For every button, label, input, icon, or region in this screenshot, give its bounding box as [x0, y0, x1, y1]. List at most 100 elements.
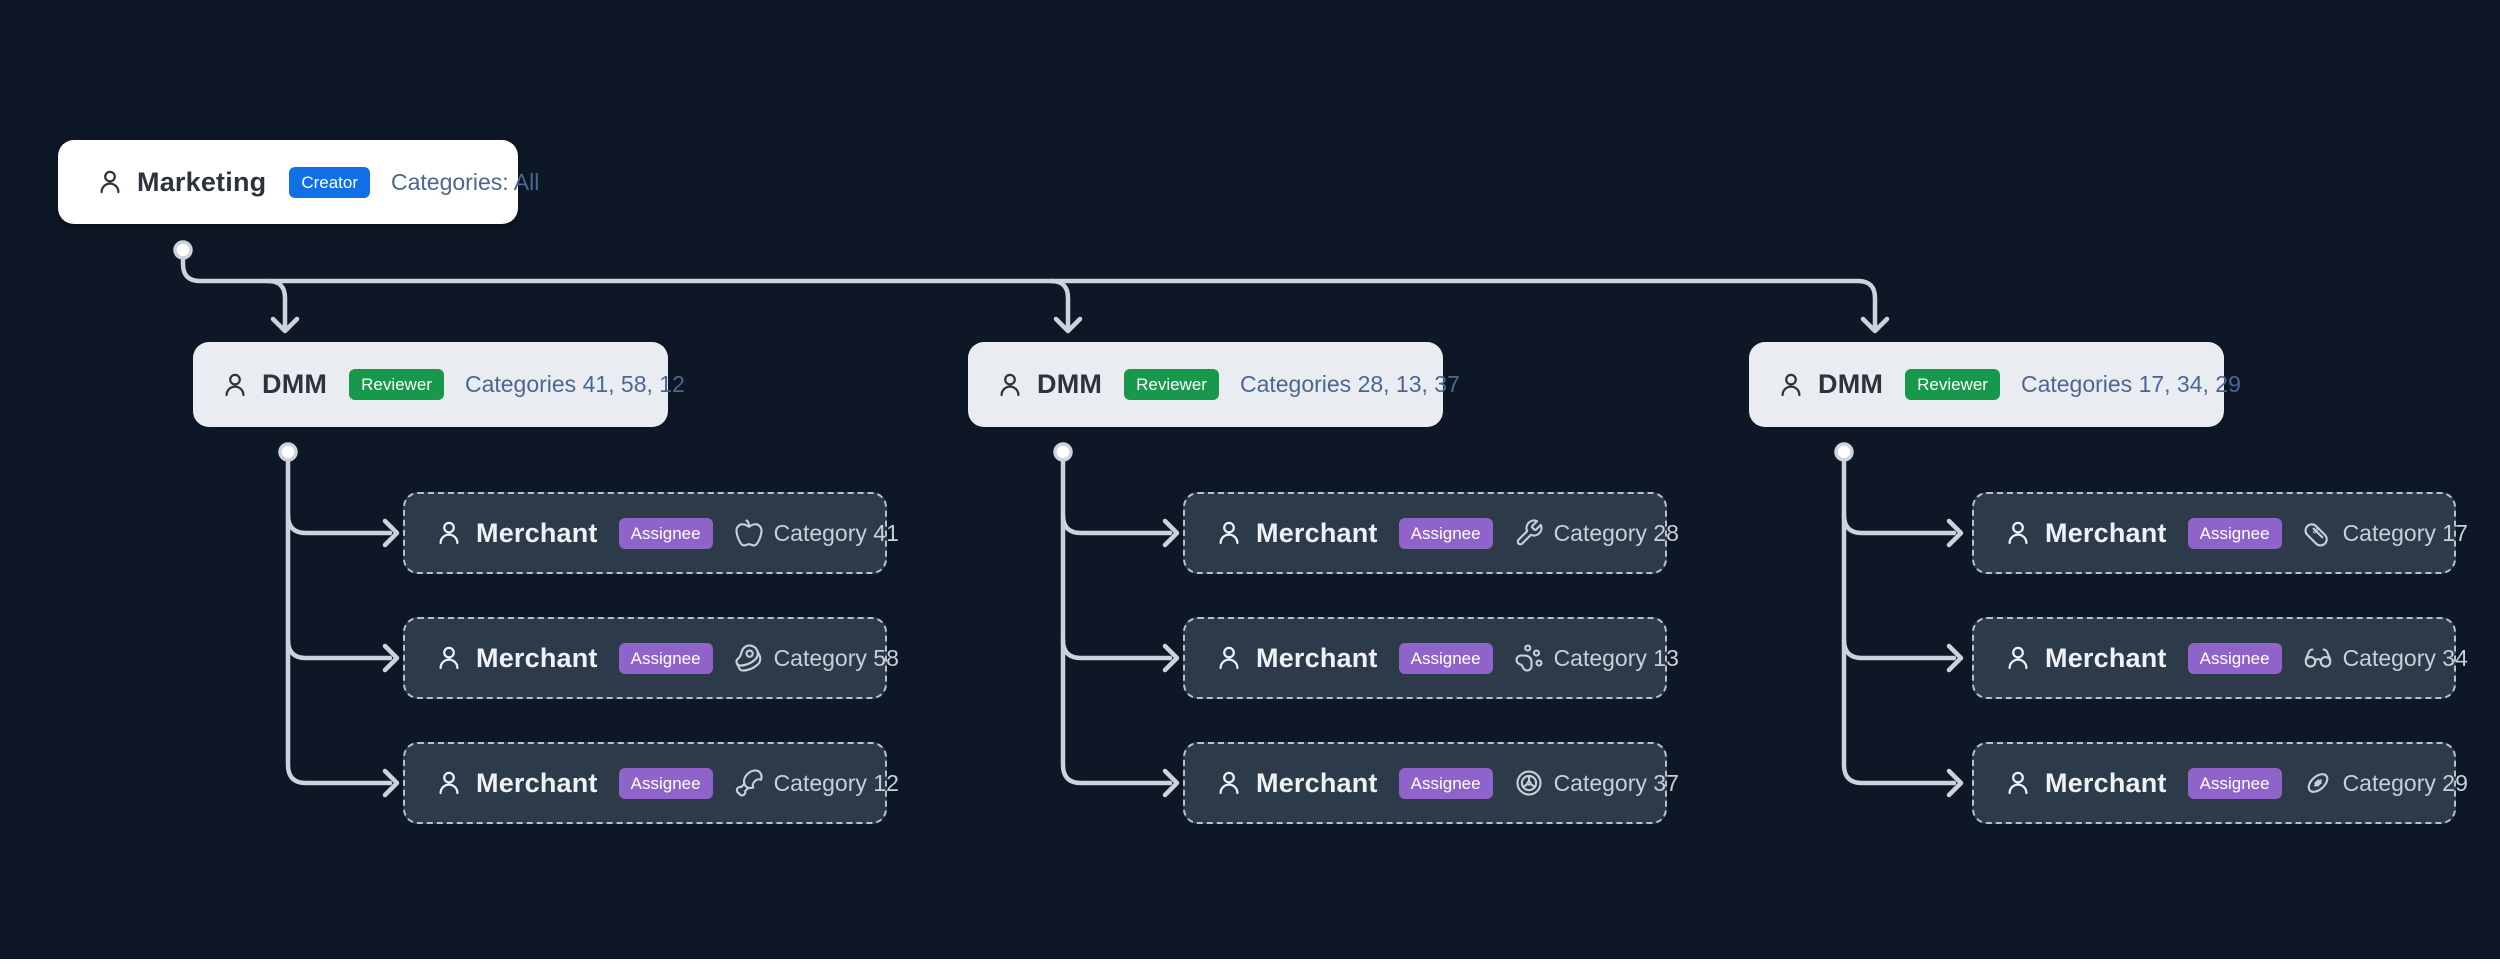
category-group: Category 28 — [1514, 518, 1679, 548]
node-label: DMM — [262, 369, 328, 399]
edge-dmm3-branch2 — [1841, 637, 1957, 661]
node-label: Merchant — [2045, 767, 2167, 798]
category-group: Category 41 — [734, 518, 899, 548]
user-icon — [996, 371, 1024, 399]
edge-dmm1-trunk — [285, 457, 393, 786]
connector-dot-dmm2 — [1053, 442, 1073, 462]
edge-dmm1-branch2 — [285, 637, 393, 661]
role-badge-assignee: Assignee — [618, 642, 713, 674]
node-dmm-3[interactable]: DMM Reviewer Categories 17, 34, 29 — [1749, 342, 2241, 427]
role-badge-reviewer: Reviewer — [1905, 369, 2000, 400]
categories-link[interactable]: Categories: All — [391, 168, 540, 195]
node-label: Merchant — [2045, 517, 2167, 548]
category-label: Category 37 — [1553, 769, 1679, 796]
node-merchant-2-3[interactable]: Merchant Assignee Category 37 — [1183, 742, 1679, 824]
arrowhead-down-dmm1 — [270, 316, 300, 334]
node-label: Merchant — [476, 642, 598, 673]
user-icon — [2004, 519, 2032, 547]
role-badge-assignee: Assignee — [1398, 517, 1493, 549]
node-dmm-1[interactable]: DMM Reviewer Categories 41, 58, 12 — [193, 342, 685, 427]
categories-link[interactable]: Categories 17, 34, 29 — [2020, 371, 2241, 397]
node-merchant-2-2[interactable]: Merchant Assignee Category 13 — [1183, 617, 1679, 699]
node-merchant-1-1[interactable]: Merchant Assignee Category 41 — [403, 492, 899, 574]
node-label: DMM — [1037, 369, 1103, 399]
arrowhead-right-m3b — [1946, 643, 1964, 673]
node-label: Merchant — [1256, 767, 1378, 798]
drumstick-icon — [734, 768, 764, 798]
node-dmm-2[interactable]: DMM Reviewer Categories 28, 13, 37 — [968, 342, 1460, 427]
role-badge-reviewer: Reviewer — [1124, 369, 1219, 400]
user-icon — [96, 168, 124, 196]
arrowhead-right-m1c — [382, 768, 400, 798]
edge-dmm3-trunk — [1841, 457, 1957, 786]
categories-link[interactable]: Categories 28, 13, 37 — [1239, 371, 1460, 397]
category-group: Category 34 — [2303, 643, 2468, 673]
role-badge-creator: Creator — [289, 166, 371, 198]
node-merchant-2-1[interactable]: Merchant Assignee Category 28 — [1183, 492, 1679, 574]
category-group: Category 29 — [2303, 768, 2468, 798]
node-label: Merchant — [2045, 642, 2167, 673]
user-icon — [435, 769, 463, 797]
connector-dot-root — [173, 240, 193, 260]
node-merchant-1-2[interactable]: Merchant Assignee Category 58 — [403, 617, 899, 699]
user-icon — [1215, 769, 1243, 797]
arrowhead-right-m2b — [1162, 643, 1180, 673]
category-group: Category 12 — [734, 768, 899, 798]
node-label: Merchant — [476, 517, 598, 548]
edge-dmm1-branch1 — [285, 512, 393, 536]
role-badge-assignee: Assignee — [2187, 767, 2282, 799]
node-marketing[interactable]: Marketing Creator Categories: All — [58, 140, 539, 224]
beef-icon — [734, 643, 764, 673]
role-badge-assignee: Assignee — [618, 517, 713, 549]
bottom-edge-strip — [0, 959, 2500, 964]
apple-icon — [734, 518, 764, 548]
edge-dmm2-branch1 — [1060, 512, 1173, 536]
role-badge-assignee: Assignee — [618, 767, 713, 799]
node-merchant-3-2[interactable]: Merchant Assignee Category 34 — [1972, 617, 2468, 699]
category-group: Category 17 — [2303, 518, 2468, 548]
category-group: Category 37 — [1514, 768, 1679, 798]
category-group: Category 58 — [734, 643, 899, 673]
arrowhead-right-m1a — [382, 518, 400, 548]
category-label: Category 34 — [2342, 644, 2468, 671]
connector-dot-dmm3 — [1834, 442, 1854, 462]
user-icon — [1215, 519, 1243, 547]
node-merchant-3-3[interactable]: Merchant Assignee Category 29 — [1972, 742, 2468, 824]
category-label: Category 58 — [773, 644, 899, 671]
node-label: Merchant — [476, 767, 598, 798]
user-icon — [2004, 644, 2032, 672]
node-merchant-1-3[interactable]: Merchant Assignee Category 12 — [403, 742, 899, 824]
wheel-icon — [1514, 768, 1544, 798]
arrowhead-right-m1b — [382, 643, 400, 673]
category-label: Category 41 — [773, 519, 899, 546]
edge-dmm3-branch1 — [1841, 512, 1957, 536]
user-icon — [435, 519, 463, 547]
user-icon — [221, 371, 249, 399]
category-group: Category 13 — [1514, 643, 1679, 673]
glasses-icon — [2303, 643, 2333, 673]
arrowhead-down-dmm3 — [1860, 316, 1890, 334]
role-badge-assignee: Assignee — [2187, 642, 2282, 674]
arrowhead-right-m3a — [1946, 518, 1964, 548]
pill-icon — [2303, 518, 2333, 548]
category-label: Category 28 — [1553, 519, 1679, 546]
edge-dmm2-branch2 — [1060, 637, 1173, 661]
arrowhead-right-m2c — [1162, 768, 1180, 798]
football-icon — [2303, 768, 2333, 798]
wrench-icon — [1514, 518, 1544, 548]
role-badge-assignee: Assignee — [1398, 767, 1493, 799]
node-merchant-3-1[interactable]: Merchant Assignee Category 17 — [1972, 492, 2468, 574]
user-icon — [1777, 371, 1805, 399]
paw-print-icon — [1514, 643, 1544, 673]
connector-dot-dmm1 — [278, 442, 298, 462]
arrowhead-down-dmm2 — [1053, 316, 1083, 334]
categories-link[interactable]: Categories 41, 58, 12 — [464, 371, 685, 397]
node-label: Merchant — [1256, 517, 1378, 548]
edge-root-trunk — [180, 256, 1878, 329]
arrowhead-right-m2a — [1162, 518, 1180, 548]
user-icon — [2004, 769, 2032, 797]
edge-root-branch-dmm1 — [265, 278, 288, 329]
node-label: Merchant — [1256, 642, 1378, 673]
user-icon — [435, 644, 463, 672]
